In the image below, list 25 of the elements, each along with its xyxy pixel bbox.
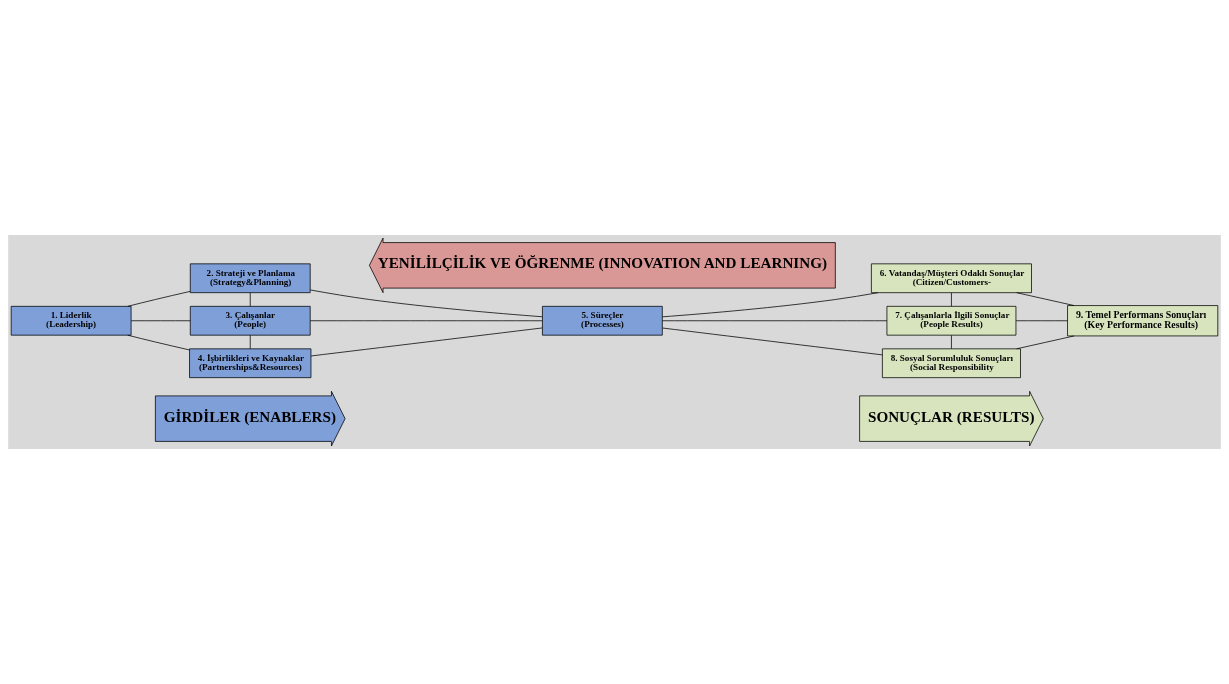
connector: [1016, 335, 1075, 350]
node-box: 9. Temel Performans Sonuçları (Key Performance Results): [1067, 305, 1219, 337]
connector: [310, 289, 543, 318]
connector: [249, 334, 251, 349]
connector: [309, 320, 543, 322]
node-box: 2. Strateji ve Planlama (Strategy&Planning): [189, 263, 311, 294]
connector: [951, 334, 952, 349]
node-box: 7. Çalışanlarla İlgili Sonuçlar (People Results): [886, 305, 1017, 336]
node-box: 8. Sosyal Sorumluluk Sonuçları (Social Responsibility: [882, 348, 1021, 379]
connector: [1016, 292, 1075, 306]
node-box: 4. İşbirlikleri ve Kaynaklar (Partnerships&Resources): [189, 348, 312, 379]
connector: [662, 320, 888, 322]
node-box: 6. Vatandaş/Müşteri Odaklı Sonuçlar (Citizen/Customers-: [871, 263, 1032, 294]
node-box: 5. Süreçler (Processes): [542, 305, 663, 336]
node-box: 1. Liderlik (Leadership): [10, 305, 132, 336]
node-box: 3. Çalışanlar (People): [189, 305, 311, 336]
connector: [127, 291, 191, 307]
connector: [662, 292, 879, 318]
connector: [130, 320, 191, 322]
connector: [951, 292, 952, 307]
connector: [662, 327, 883, 356]
connector: [310, 327, 543, 357]
connector: [249, 292, 251, 307]
connector: [127, 334, 190, 351]
connector: [1015, 320, 1068, 322]
